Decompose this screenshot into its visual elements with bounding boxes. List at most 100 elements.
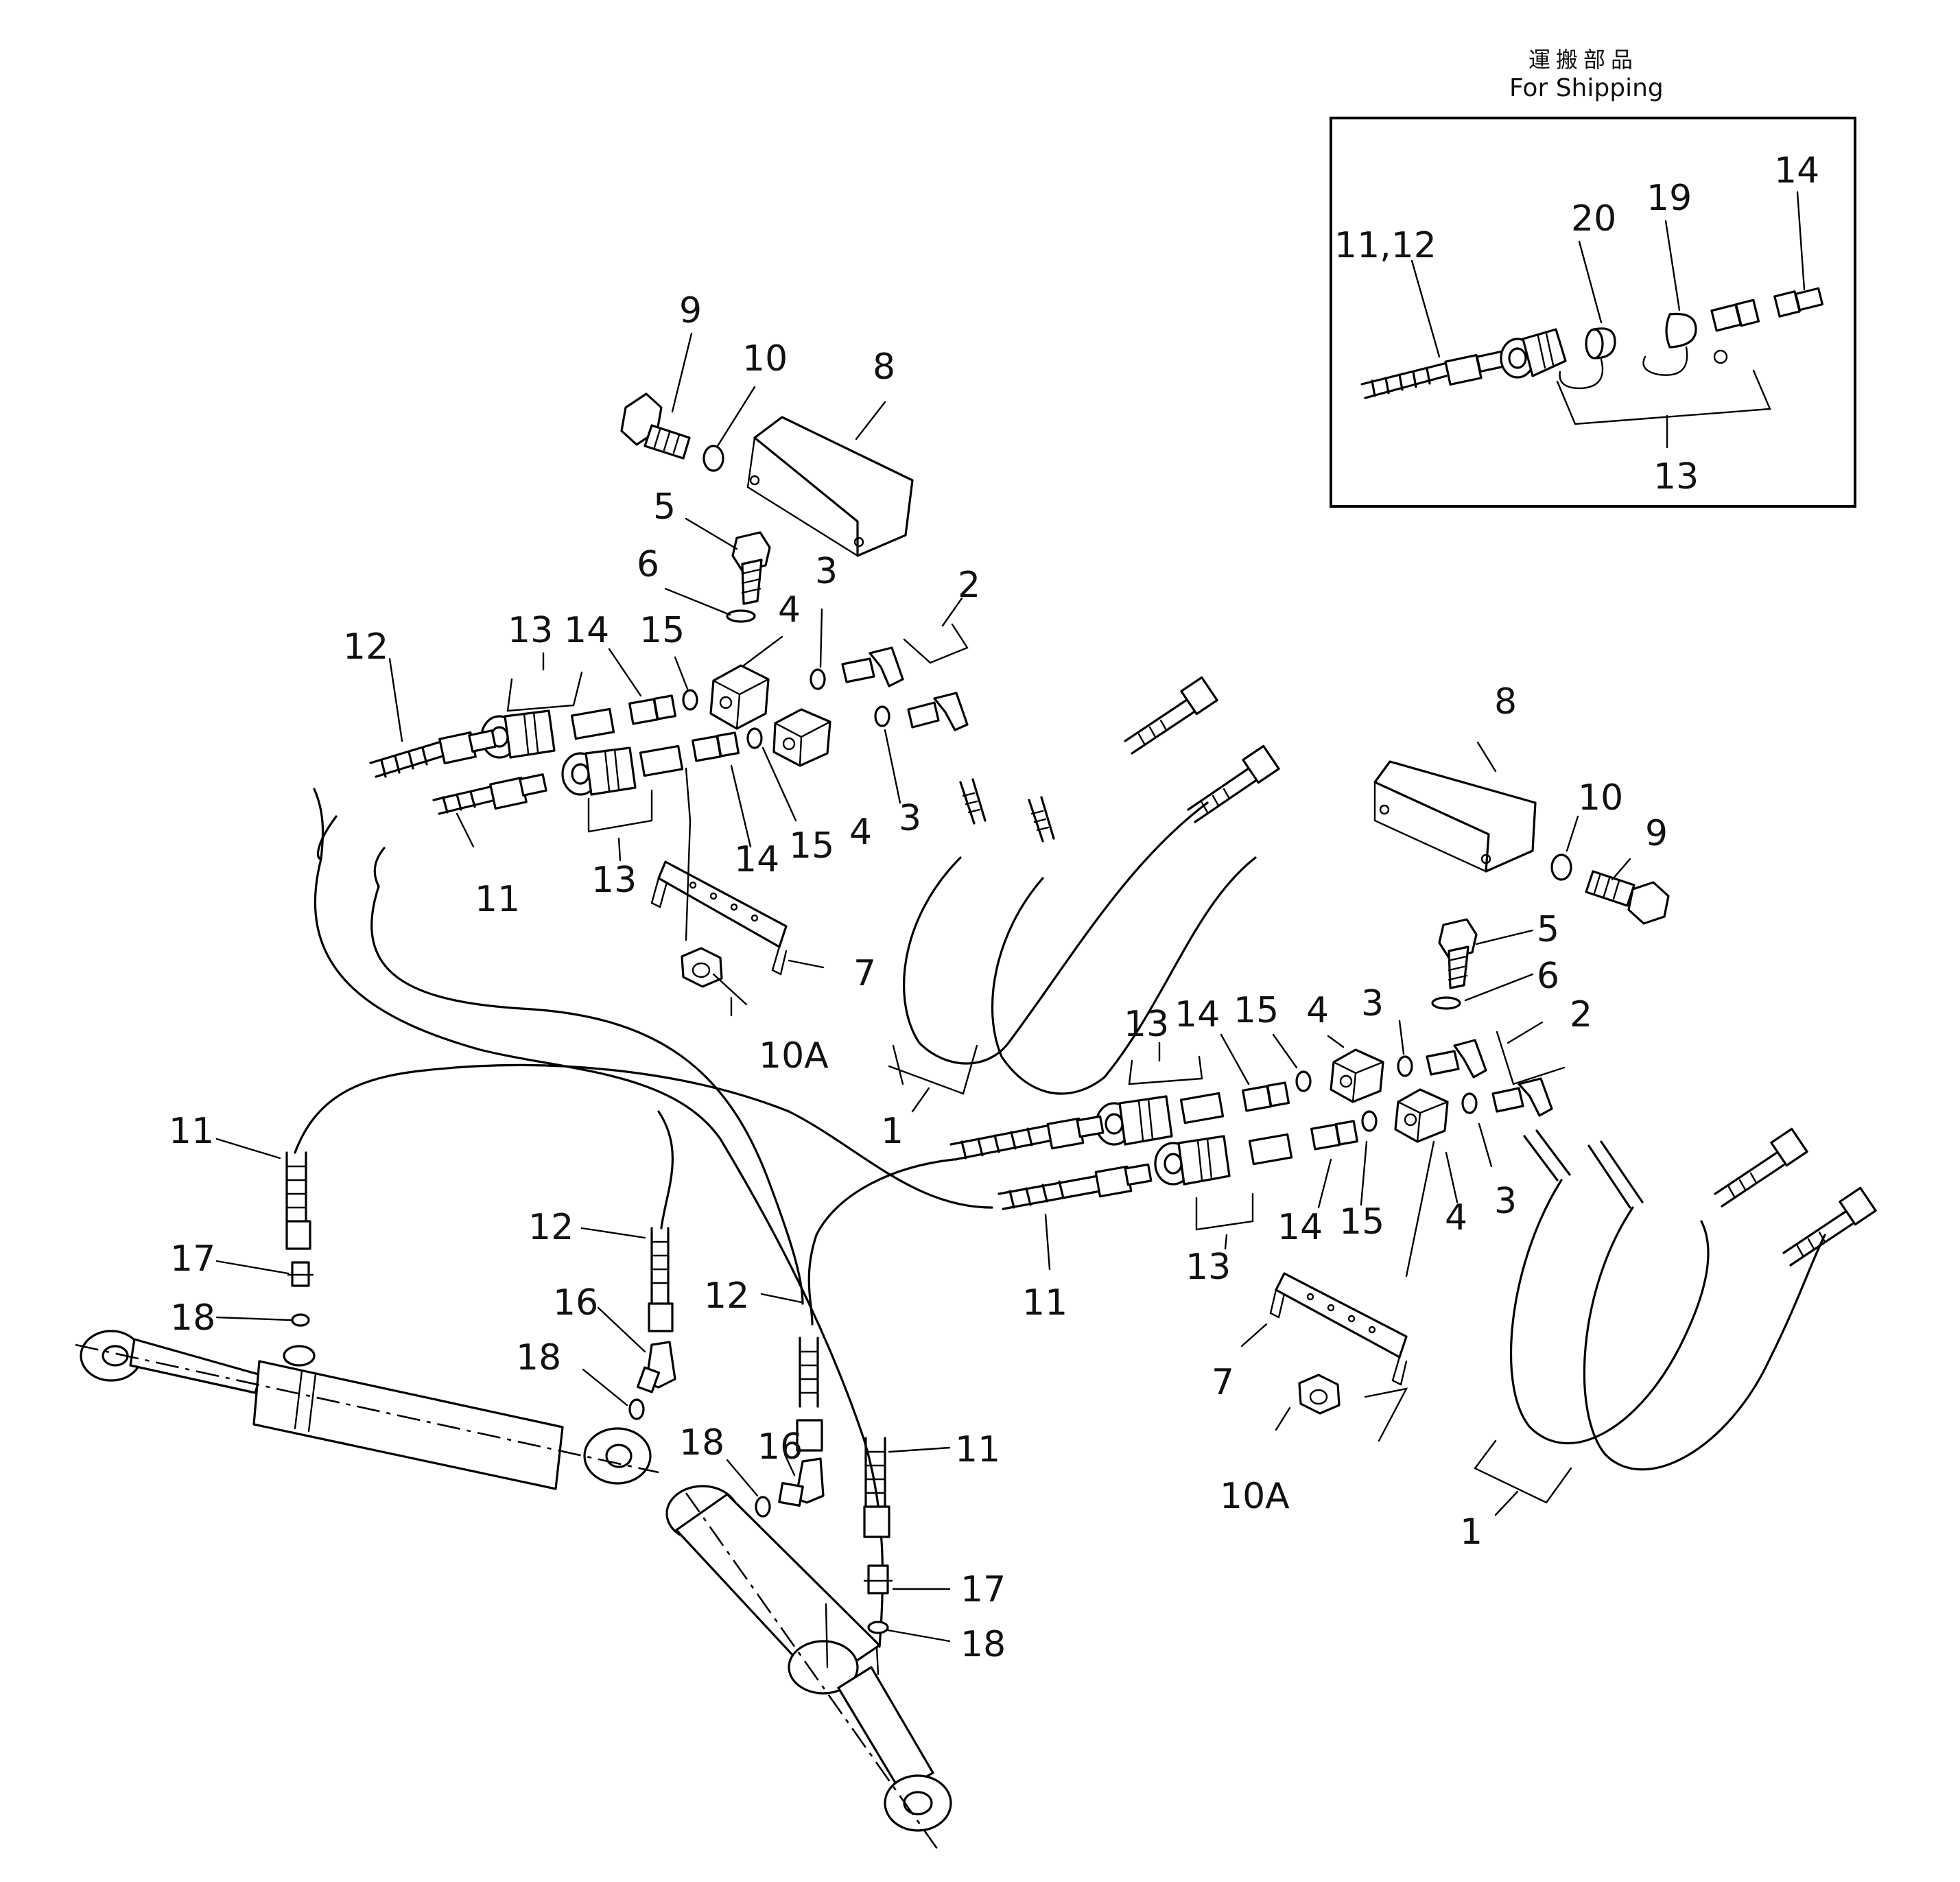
leader-lines bbox=[215, 332, 1631, 1643]
shipping-inset: 運搬部品 For Shipping bbox=[1330, 47, 1856, 508]
shipping-title-jp: 運搬部品 bbox=[1528, 47, 1638, 73]
callout-left-10A: 10A bbox=[759, 1035, 829, 1077]
callout-cyl-17-left: 17 bbox=[170, 1238, 215, 1280]
right-oring-15-upper bbox=[1295, 1070, 1312, 1092]
callout-left-15-upper: 15 bbox=[639, 610, 685, 651]
callout-cyl-12-right: 12 bbox=[704, 1275, 749, 1317]
callout-right-2: 2 bbox=[1570, 994, 1592, 1035]
callout-right-10: 10 bbox=[1578, 777, 1623, 819]
callout-right-1: 1 bbox=[1460, 1512, 1483, 1553]
label-inset-14: 14 bbox=[1774, 150, 1819, 191]
left-cylinder bbox=[75, 1330, 659, 1490]
left-guard-8 bbox=[746, 416, 914, 557]
callout-right-11: 11 bbox=[1022, 1282, 1067, 1324]
right-hose-ends bbox=[949, 1115, 1153, 1210]
hoses bbox=[294, 676, 1877, 1648]
callout-left-4-upper: 4 bbox=[778, 589, 801, 631]
callout-cyl-17-right: 17 bbox=[960, 1569, 1006, 1610]
callout-left-12: 12 bbox=[343, 626, 388, 668]
callout-right-4-upper: 4 bbox=[1306, 990, 1329, 1031]
callouts: 9 10 8 5 6 3 4 2 13 14 15 12 11 3 4 15 1… bbox=[169, 290, 1668, 1665]
right-cylinder bbox=[665, 1485, 952, 1853]
right-oring-15-lower bbox=[1361, 1110, 1378, 1132]
right-coupler-13 bbox=[1095, 1095, 1231, 1186]
left-elbow-2 bbox=[841, 646, 969, 731]
right-bracket-7 bbox=[1269, 1272, 1408, 1386]
callout-right-3-lower: 3 bbox=[1494, 1181, 1517, 1222]
left-coupler-13 bbox=[480, 709, 637, 796]
left-oring-3-upper bbox=[810, 668, 826, 690]
right-nut-10A bbox=[1298, 1374, 1341, 1415]
callout-right-3-upper: 3 bbox=[1361, 983, 1384, 1024]
label-inset-13: 13 bbox=[1653, 456, 1699, 497]
callout-left-2: 2 bbox=[958, 565, 980, 606]
callout-right-4-lower: 4 bbox=[1445, 1197, 1467, 1238]
callout-right-10A: 10A bbox=[1220, 1476, 1290, 1517]
callout-right-8: 8 bbox=[1494, 681, 1517, 722]
cylinder-fittings bbox=[285, 1151, 893, 1675]
right-bolt-5 bbox=[1438, 918, 1478, 989]
callout-cyl-16-left: 16 bbox=[553, 1282, 598, 1324]
label-inset-hose: 11,12 bbox=[1334, 225, 1437, 266]
right-elbow-2 bbox=[1426, 1039, 1553, 1117]
callout-left-13-lower: 13 bbox=[591, 860, 637, 901]
left-oring-15-lower bbox=[746, 727, 763, 749]
callout-right-5: 5 bbox=[1537, 909, 1559, 950]
callout-right-6: 6 bbox=[1537, 956, 1559, 997]
callout-cyl-11-right: 11 bbox=[955, 1429, 1000, 1470]
callout-right-9: 9 bbox=[1645, 813, 1668, 854]
right-block-4-lower bbox=[1394, 1088, 1449, 1143]
left-washer-6 bbox=[726, 609, 756, 623]
callout-right-7: 7 bbox=[1212, 1362, 1234, 1403]
right-bolt-9 bbox=[1585, 870, 1670, 925]
left-block-4-lower bbox=[772, 708, 831, 767]
right-block-4-upper bbox=[1330, 1048, 1384, 1103]
left-nut-10A bbox=[681, 947, 723, 988]
callout-left-13-upper: 13 bbox=[508, 610, 553, 651]
callout-cyl-18-bottom: 18 bbox=[960, 1624, 1006, 1665]
callout-left-15-lower: 15 bbox=[789, 825, 834, 867]
callout-left-4-lower: 4 bbox=[849, 812, 872, 853]
callout-left-10: 10 bbox=[742, 338, 788, 379]
inset-cap-19 bbox=[1642, 312, 1728, 376]
left-hose-ends bbox=[369, 729, 547, 815]
left-oring-3-lower bbox=[874, 705, 890, 727]
right-washer-10 bbox=[1550, 854, 1572, 881]
callout-left-7: 7 bbox=[853, 953, 876, 994]
callout-right-13-lower: 13 bbox=[1185, 1247, 1231, 1288]
callout-cyl-11-left: 11 bbox=[169, 1111, 214, 1152]
inset-nipple-14 bbox=[1710, 287, 1823, 332]
callout-left-3-upper: 3 bbox=[815, 551, 838, 592]
inset-coupler bbox=[1500, 328, 1567, 379]
right-guard-8 bbox=[1373, 760, 1537, 873]
callout-right-14-upper: 14 bbox=[1174, 994, 1220, 1035]
callout-cyl-18-right: 18 bbox=[679, 1422, 724, 1463]
left-nipple-14 bbox=[570, 694, 740, 777]
right-oring-3-lower bbox=[1461, 1092, 1478, 1114]
left-block-4-upper bbox=[709, 664, 770, 730]
callout-left-11: 11 bbox=[475, 879, 520, 920]
label-inset-20: 20 bbox=[1571, 198, 1616, 239]
callout-cyl-16-right: 16 bbox=[757, 1426, 803, 1468]
callout-cyl-12-left: 12 bbox=[528, 1207, 574, 1248]
callout-left-6: 6 bbox=[637, 544, 659, 585]
right-group-parts bbox=[949, 760, 1670, 1415]
callout-right-13-upper: 13 bbox=[1124, 1004, 1169, 1045]
right-nipple-14 bbox=[1179, 1081, 1359, 1166]
left-washer-10 bbox=[702, 445, 724, 472]
callout-cyl-18-left: 18 bbox=[170, 1297, 215, 1339]
shipping-frame bbox=[1330, 117, 1856, 508]
callout-right-15-lower: 15 bbox=[1339, 1201, 1384, 1243]
callout-left-1: 1 bbox=[881, 1111, 904, 1152]
left-oring-15-upper bbox=[682, 689, 698, 711]
left-bracket-7 bbox=[650, 860, 788, 976]
callout-left-8: 8 bbox=[873, 346, 895, 388]
left-bolt-9 bbox=[620, 392, 691, 460]
label-inset-19: 19 bbox=[1646, 178, 1692, 219]
callout-cyl-18-mid: 18 bbox=[516, 1337, 561, 1378]
callout-left-14-lower: 14 bbox=[734, 839, 779, 880]
inset-hose-stub bbox=[1360, 350, 1506, 399]
callout-left-14-upper: 14 bbox=[564, 610, 609, 651]
